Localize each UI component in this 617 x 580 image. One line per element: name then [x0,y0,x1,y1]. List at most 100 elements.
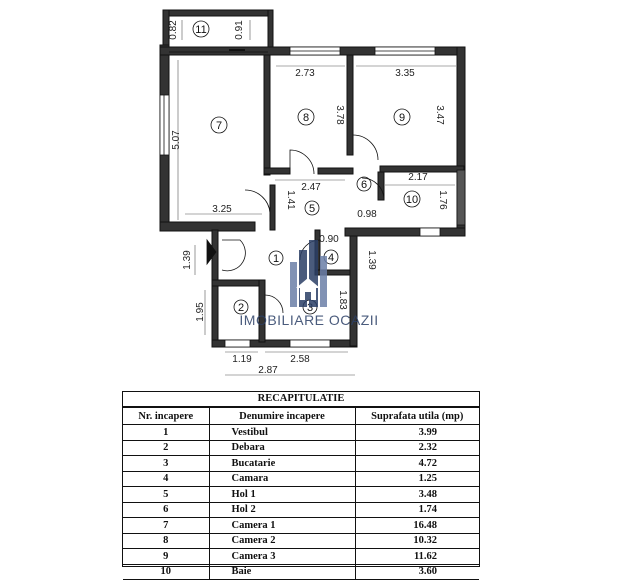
room-10-label: 10 [406,194,418,206]
cell-area: 1.74 [354,501,479,518]
watermark-logo-icon [290,240,327,307]
room-2-label: 2 [238,302,244,314]
room-labels: 1 2 3 4 5 6 7 8 9 10 11 [192,20,421,315]
doors [206,134,385,314]
window-room7 [159,94,170,156]
room-5-circle [304,200,320,216]
wall-room7-bottom [159,221,256,232]
window-room10 [419,227,441,237]
cell-nr: 1 [123,424,210,441]
door-room7 [244,189,271,214]
dim-debara-length: 1.95 [195,302,206,322]
window-debara [224,339,251,348]
cell-nr: 9 [123,548,210,565]
cell-area: 10.32 [354,532,479,549]
cell-nr: 10 [123,563,210,580]
door-room9 [352,134,379,161]
wall-lower-east [349,235,358,347]
room-6-label: 6 [361,179,367,191]
room-8-label: 8 [303,112,309,124]
recap-table-panel: RECAPITULATIE Nr. incapere Denumire inca… [122,391,480,580]
dim-balcony-depth: 0.82 [168,20,179,40]
window-east [456,169,466,226]
watermark-text: IMOBILIARE OCAZII [239,312,378,328]
room-1-circle [268,250,284,266]
watermark: IMOBILIARE OCAZII [239,240,378,328]
room-11-label: 11 [195,24,206,36]
room-5-label: 5 [309,203,315,215]
cell-name: Debara [208,439,356,456]
room-7-circle [210,116,228,134]
cell-name: Vestibul [208,424,356,441]
dim-room10-depth: 1.76 [437,190,448,210]
wall-room10-left [377,171,385,201]
cell-name: Camara [208,470,356,487]
cell-nr: 4 [123,470,210,487]
cell-name: Camera 1 [208,517,356,534]
room-6-circle [356,176,372,192]
wall-bottom-right [344,227,466,237]
dimension-lines [177,20,456,376]
room-3-label: 3 [307,302,313,314]
wall-balcony-top [162,9,274,17]
wall-debara-right [258,279,266,343]
room-11-circle [192,20,210,38]
door-room10 [361,177,385,201]
dim-room7-width: 3.25 [212,204,232,215]
door-room8 [289,149,315,175]
dim-camara-east: 1.39 [366,250,377,270]
cell-area: 16.48 [354,517,479,534]
cell-nr: 6 [123,501,210,518]
recap-title: RECAPITULATIE [123,392,479,407]
cell-area: 11.62 [354,548,479,565]
cell-name: Camera 3 [208,548,356,565]
room-9-label: 9 [399,112,405,124]
cell-area: 4.72 [354,455,479,472]
cell-name: Camera 2 [208,532,356,549]
dim-debara-width: 1.19 [232,354,252,365]
window-bucatarie [289,339,331,348]
room-2-circle [233,299,249,315]
dim-room8-length: 3.78 [334,105,345,125]
cell-name: Bucatarie [208,455,356,472]
wall-8-9 [346,54,354,156]
windows [159,46,466,348]
room-10-circle [403,190,421,208]
room-9-circle [393,108,411,126]
room-7-label: 7 [216,120,222,132]
door-debara [264,294,284,314]
door-entrance [221,239,246,272]
wall-7-8 [263,54,271,176]
dim-vestibul-west: 1.39 [182,250,193,270]
dim-room9-length: 3.47 [434,105,445,125]
recap-header-row: Nr. incapere Denumire incapere Suprafata… [123,407,479,425]
wall-under-8a [263,167,291,175]
dim-room7-length: 5.07 [171,130,182,150]
dim-hol-width: 2.47 [301,182,321,193]
dim-room9-width: 3.35 [395,68,415,79]
cell-nr: 5 [123,486,210,503]
room-8-circle [297,108,315,126]
cell-name: Hol 2 [208,501,356,518]
cell-area: 3.48 [354,486,479,503]
cell-nr: 3 [123,455,210,472]
dimension-labels: 0.82 0.91 2.73 3.35 5.07 3.78 3.47 2.47 … [168,20,448,376]
wall-hol-left [269,184,276,231]
recap-table: Nr. incapere Denumire incapere Suprafata… [123,407,479,580]
cell-area: 1.25 [354,470,479,487]
cell-nr: 7 [123,517,210,534]
cell-area: 3.99 [354,424,479,441]
wall-debara-top [211,279,263,287]
dim-room10-width: 2.17 [408,172,428,183]
header-name: Denumire incapere [208,407,356,425]
entrance-marker [206,238,217,266]
